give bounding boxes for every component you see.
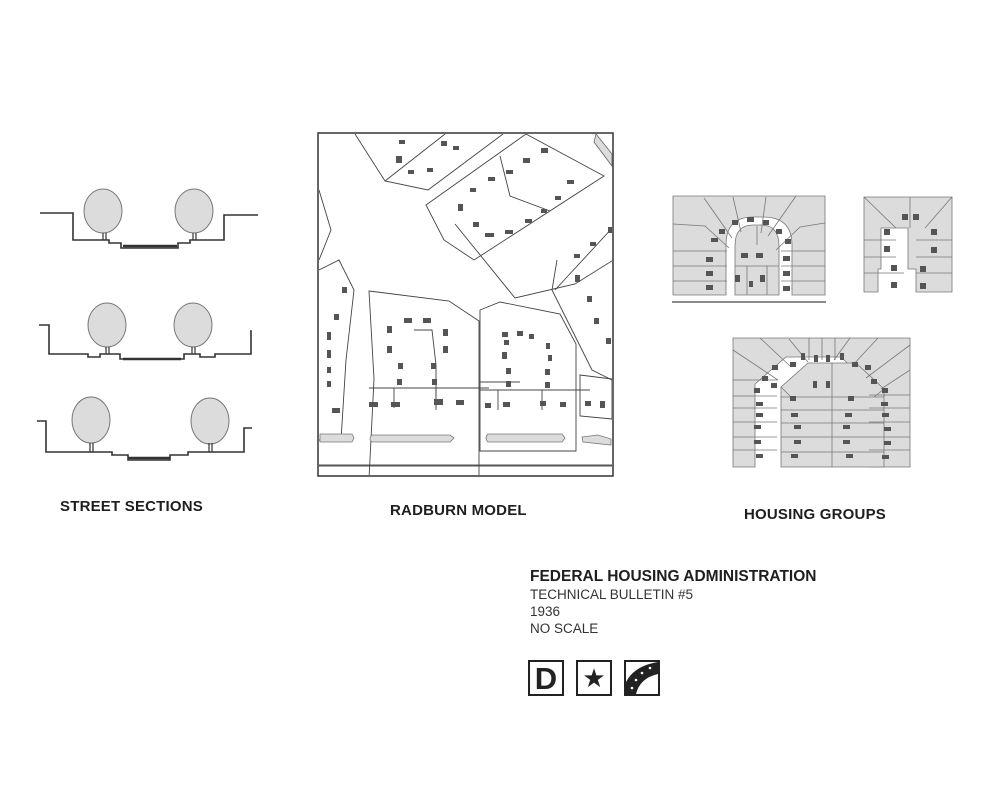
road-icon	[624, 660, 660, 696]
housing-groups-label: HOUSING GROUPS	[744, 506, 886, 523]
housing-group-1	[672, 195, 826, 303]
street-sections-label: STREET SECTIONS	[60, 498, 204, 515]
street-section-1	[40, 188, 258, 249]
radburn-model-plan	[317, 132, 614, 477]
street-section-2	[39, 302, 252, 361]
source-info: FEDERAL HOUSING ADMINISTRATION TECHNICAL…	[530, 568, 816, 637]
star-icon: ★	[576, 660, 612, 696]
agency-title: FEDERAL HOUSING ADMINISTRATION	[530, 568, 817, 585]
year-line: 1936	[530, 604, 561, 619]
housing-group-2	[863, 196, 953, 293]
housing-group-3	[732, 337, 911, 468]
scale-line: NO SCALE	[530, 621, 599, 636]
bulletin-line: TECHNICAL BULLETIN #5	[530, 587, 694, 602]
legend-icons: D ★	[528, 660, 660, 696]
radburn-model-label: RADBURN MODEL	[390, 502, 527, 519]
d-icon: D	[528, 660, 564, 696]
road-curve-icon	[626, 662, 658, 694]
street-section-3	[37, 396, 252, 461]
